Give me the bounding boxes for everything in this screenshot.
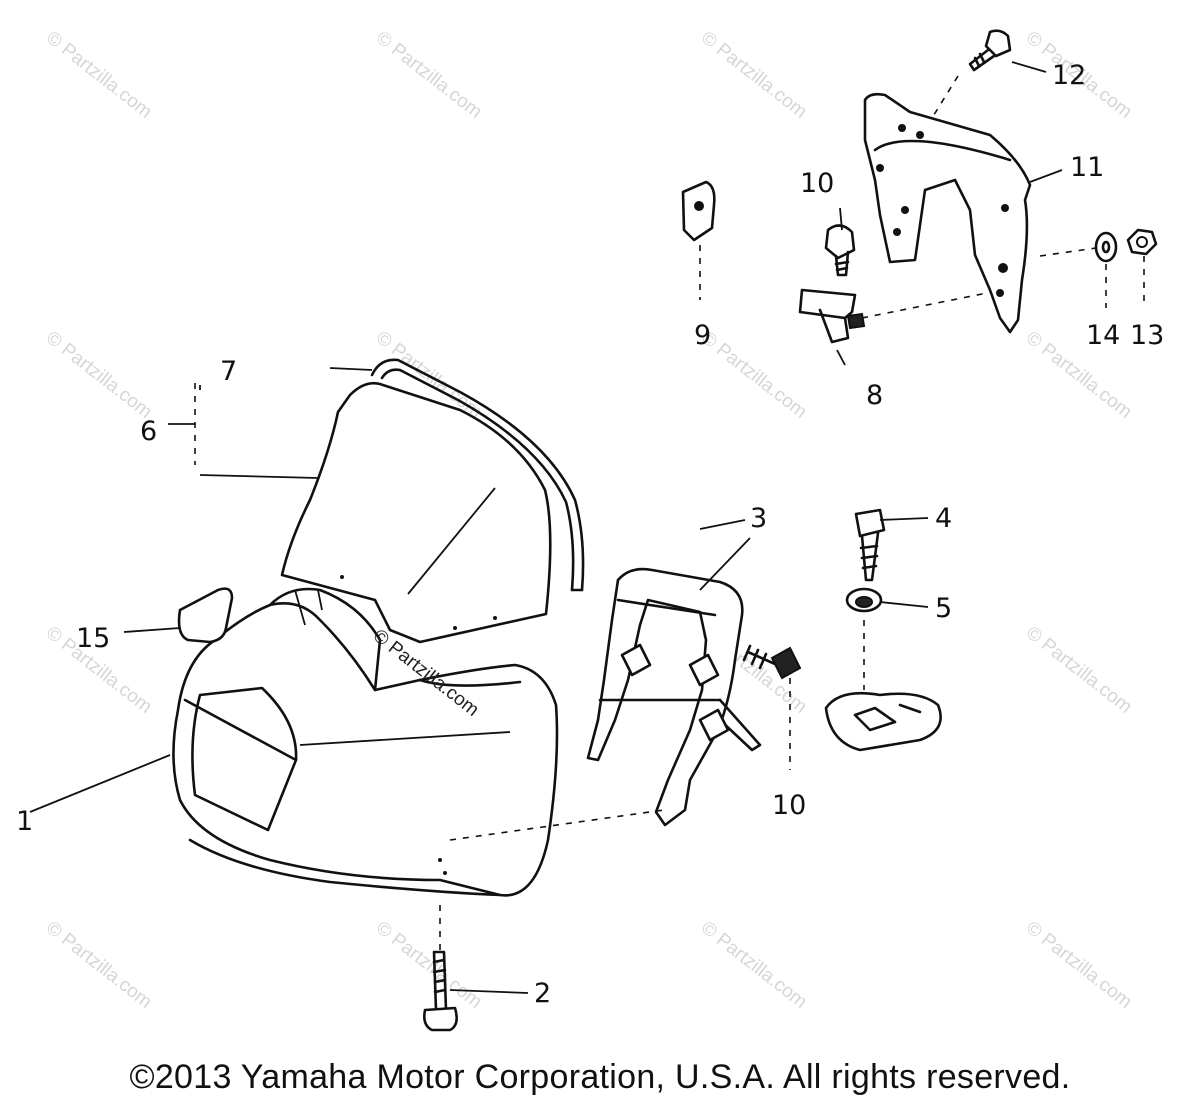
leader-lines [29, 61, 1063, 994]
part-3-bracket [449, 567, 762, 841]
part-8-bracket [798, 288, 1003, 344]
part-12-screw [931, 29, 1012, 119]
callout-11: 11 [1070, 152, 1104, 183]
callout-1: 1 [16, 806, 33, 837]
part-10-bolt-upper [824, 224, 856, 277]
callout-9: 9 [694, 320, 711, 351]
callout-12: 12 [1052, 60, 1086, 91]
callout-2: 2 [534, 978, 551, 1009]
callout-8: 8 [866, 380, 883, 411]
part-4-bolt [854, 508, 886, 582]
callout-labels: 1 2 3 4 5 6 7 8 9 10 10 11 12 13 14 15 [16, 60, 1164, 1009]
callout-14: 14 [1086, 320, 1120, 351]
callout-6: 6 [140, 416, 157, 447]
callout-3: 3 [750, 503, 767, 534]
watermark: © Partzilla.com [697, 27, 811, 122]
part-15-emblem [177, 587, 234, 644]
callout-4: 4 [935, 503, 952, 534]
part-9-clip [681, 180, 716, 300]
watermark: © Partzilla.com [372, 917, 486, 1012]
mounting-plate [824, 691, 942, 752]
callout-13: 13 [1130, 320, 1164, 351]
part-13-nut [1039, 228, 1158, 308]
callout-7: 7 [220, 356, 237, 387]
part-5-nut [845, 587, 883, 690]
part-1-cowling [172, 587, 559, 950]
part-7-trim [370, 358, 585, 592]
watermark: © Partzilla.com [42, 327, 156, 422]
callout-10-lower: 10 [772, 790, 806, 821]
watermark: © Partzilla.com [697, 917, 811, 1012]
part-14-washer [1094, 231, 1118, 263]
part-6-windshield [280, 381, 552, 644]
watermark: © Partzilla.com [42, 917, 156, 1012]
part-10-screw-lower [742, 644, 802, 770]
callout-10-upper: 10 [800, 168, 834, 199]
watermark: © Partzilla.com [1022, 622, 1136, 717]
watermark: © Partzilla.com [372, 27, 486, 122]
callout-15: 15 [76, 623, 110, 654]
watermark: © Partzilla.com [42, 27, 156, 122]
part-2-bolt [423, 950, 458, 1032]
part-11-plate [863, 92, 1032, 334]
watermark: © Partzilla.com [697, 327, 811, 422]
watermark: © Partzilla.com [1022, 917, 1136, 1012]
copyright-notice: ©2013 Yamaha Motor Corporation, U.S.A. A… [129, 1058, 1071, 1096]
callout-5: 5 [935, 593, 952, 624]
